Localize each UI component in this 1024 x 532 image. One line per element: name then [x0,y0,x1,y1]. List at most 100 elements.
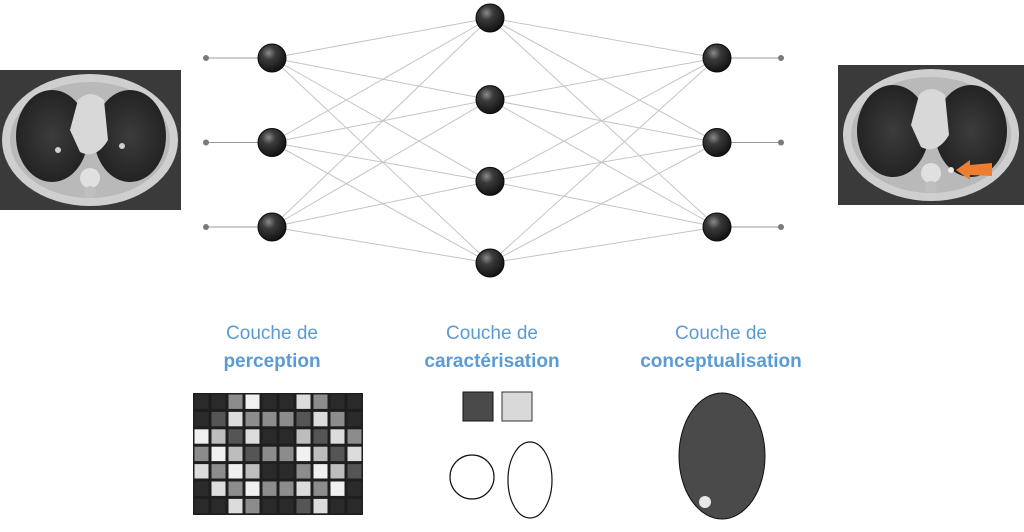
network-edges [271,17,718,264]
orange-arrow-icon [956,160,992,180]
grid-cell [330,446,345,462]
grid-cell [228,464,243,479]
network-edge [271,226,491,264]
light-square [501,391,533,422]
grid-cell [262,446,277,462]
input-stub-dot [203,55,209,61]
input-node [257,212,287,242]
layer-label-conceptualisation: Couche de conceptualisation [611,320,831,376]
grid-cell [262,394,277,409]
grid-cell [330,411,345,427]
grid-cell [245,498,260,514]
output-node [702,212,732,242]
grid-cell [211,446,226,462]
output-stub-dot [778,139,784,146]
hidden-node [475,166,505,196]
grid-cell [262,429,277,444]
grid-cell [194,498,209,514]
grid-cell [313,498,328,514]
network-edge [271,142,491,182]
layer-label-line2: conceptualisation [640,351,802,372]
grid-cell [211,429,226,444]
grid-cell [347,481,362,496]
network-edge [489,57,718,101]
grid-cell [228,429,243,444]
grid-cell [262,411,277,427]
grid-cell [279,411,294,427]
network-edge [271,57,491,264]
grid-cell [279,464,294,479]
hidden-node [475,85,505,115]
grid-cell [262,481,277,496]
grid-cell [228,481,243,496]
grid-cell [279,498,294,514]
network-edge [489,142,718,264]
grid-cell [347,394,362,409]
layer-label-line1: Couche de [675,323,767,344]
grid-cell [347,411,362,427]
grid-cell [279,446,294,462]
hidden-node [475,3,505,33]
network-edge [271,57,491,101]
grid-cell [279,429,294,444]
grid-cell [296,394,311,409]
grid-cell [262,464,277,479]
concept-ellipse-icon [678,392,766,520]
network-edge [489,180,718,228]
network-edge [489,57,718,182]
grid-cell [313,394,328,409]
network-edge [271,142,491,264]
grid-cell [313,446,328,462]
grid-cell [211,394,226,409]
network-edge [271,99,491,143]
grid-cell [330,498,345,514]
layer-label-line1: Couche de [446,323,538,344]
grid-cell [279,394,294,409]
grid-cell [228,498,243,514]
grid-cell [245,394,260,409]
network-edge [489,57,718,264]
grid-cell [296,464,311,479]
grid-cell [347,498,362,514]
input-node [257,43,287,73]
network-edge [489,226,718,264]
grid-cell [296,446,311,462]
network-edge [271,180,491,228]
grid-cell [211,498,226,514]
grid-cell [330,429,345,444]
input-node [257,128,287,157]
ellipse-shape [507,441,553,519]
network-edge [489,17,718,59]
grid-cell [245,446,260,462]
grid-cell [194,394,209,409]
network-edge [271,17,491,228]
layer-label-perception: Couche de perception [172,320,372,376]
grid-cell [245,429,260,444]
circle-shape [449,454,495,500]
grid-cell [313,411,328,427]
ct-scan-output-image [838,65,1024,205]
grid-cell [211,411,226,427]
grid-cell [296,498,311,514]
grid-cell [245,481,260,496]
grid-cell [228,411,243,427]
grid-cell [313,429,328,444]
grid-cell [262,498,277,514]
output-node [702,128,732,157]
grid-cell [313,464,328,479]
network-edge [489,17,718,228]
grid-cell [296,411,311,427]
network-edge [489,99,718,228]
grid-cell [245,411,260,427]
layer-label-caracterisation: Couche de caractérisation [392,320,592,376]
grid-cell [228,446,243,462]
layer-label-line2: perception [223,351,321,372]
layer-label-line1: Couche de [226,323,318,344]
grid-cell [279,481,294,496]
grid-cell [194,429,209,444]
output-node [702,43,732,73]
grid-cell [211,481,226,496]
output-stub-dot [778,55,784,61]
network-edge [271,57,491,182]
layer-label-line2: caractérisation [424,351,560,372]
